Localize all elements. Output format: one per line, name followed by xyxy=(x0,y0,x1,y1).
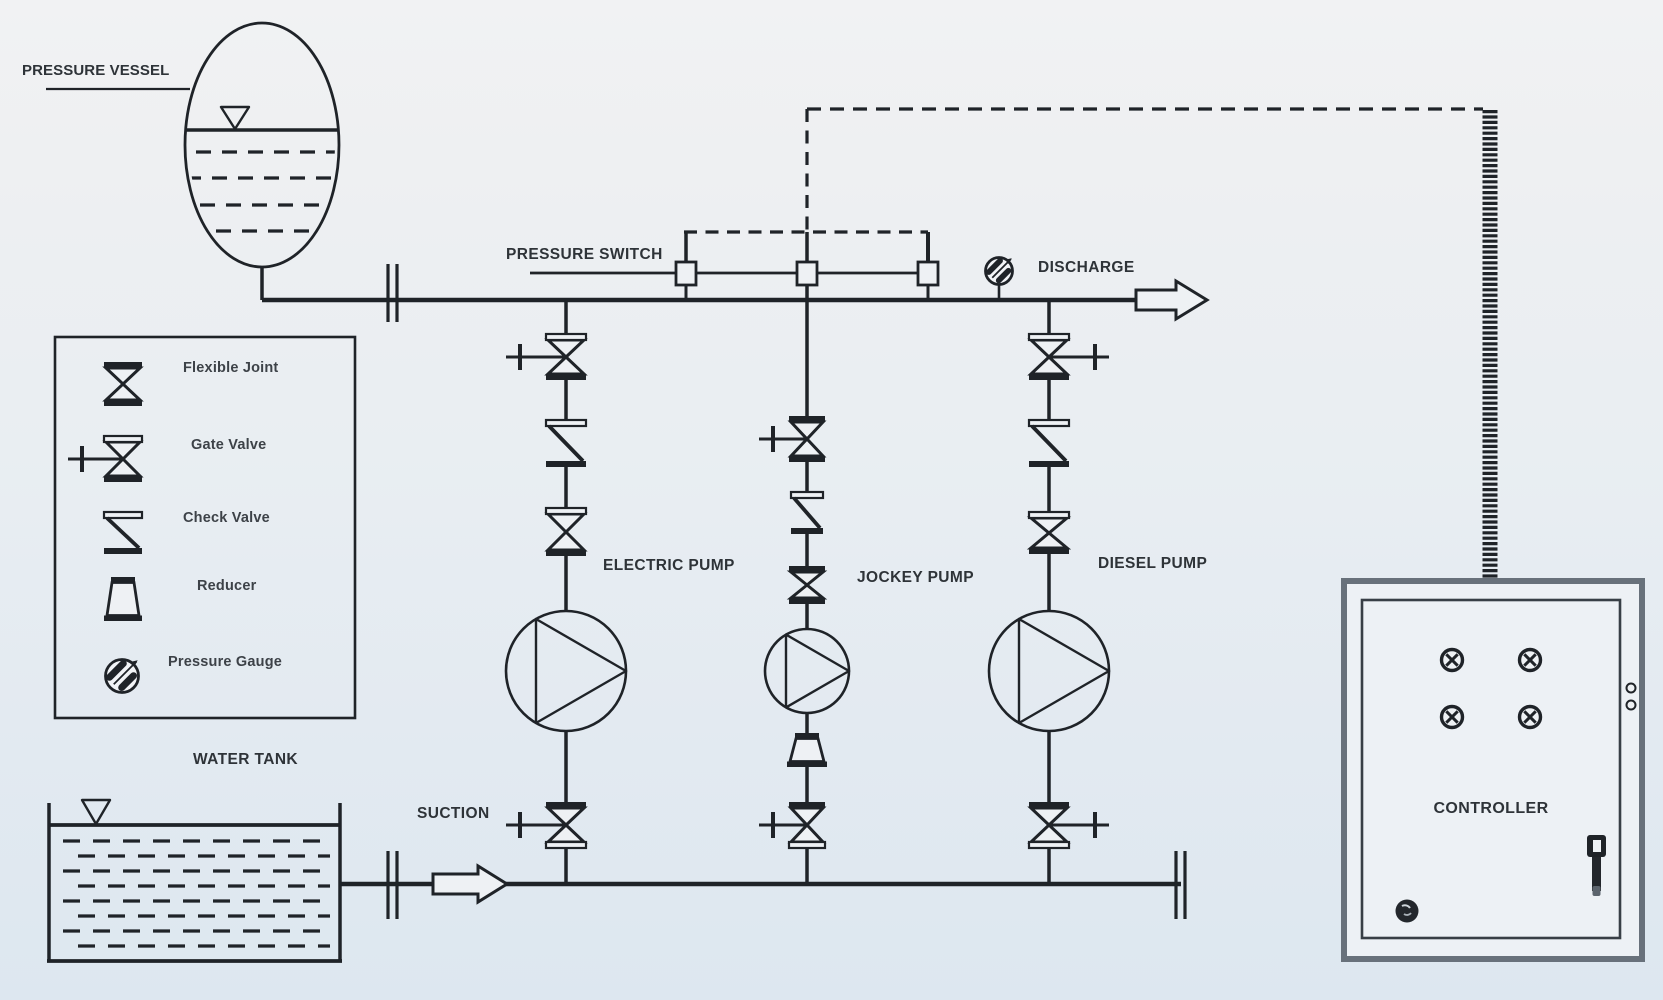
svg-text:Reducer: Reducer xyxy=(197,578,257,594)
svg-text:WATER TANK: WATER TANK xyxy=(193,751,298,768)
svg-text:SUCTION: SUCTION xyxy=(417,805,490,822)
svg-text:ELECTRIC PUMP: ELECTRIC PUMP xyxy=(603,557,735,574)
svg-text:CONTROLLER: CONTROLLER xyxy=(1433,800,1548,817)
svg-text:Flexible Joint: Flexible Joint xyxy=(183,360,278,376)
svg-text:PRESSURE VESSEL: PRESSURE VESSEL xyxy=(22,62,169,79)
svg-text:Check Valve: Check Valve xyxy=(183,510,270,526)
svg-text:PRESSURE SWITCH: PRESSURE SWITCH xyxy=(506,246,663,263)
svg-text:Gate Valve: Gate Valve xyxy=(191,437,266,453)
svg-text:DIESEL PUMP: DIESEL PUMP xyxy=(1098,555,1207,572)
svg-text:JOCKEY PUMP: JOCKEY PUMP xyxy=(857,569,974,586)
svg-text:Pressure Gauge: Pressure Gauge xyxy=(168,654,282,670)
svg-text:DISCHARGE: DISCHARGE xyxy=(1038,259,1135,276)
